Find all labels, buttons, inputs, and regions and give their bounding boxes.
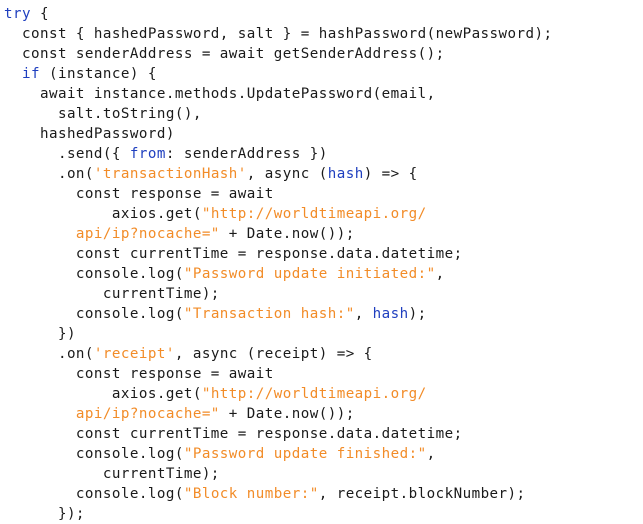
code-line: const { hashedPassword, salt } = hashPas… (4, 24, 643, 44)
code-text: .on( (4, 166, 94, 182)
code-string: "Block number:" (183, 486, 319, 502)
code-string: 'transactionHash' (93, 166, 247, 182)
code-line: api/ip?nocache=" + Date.now()); (4, 404, 643, 424)
code-string: api/ip?nocache=" (4, 226, 220, 242)
code-string: "http://worldtimeapi.org/ (201, 386, 427, 402)
code-text: const response = await (4, 366, 274, 382)
code-string: "Transaction hash:" (183, 306, 355, 322)
code-text: + Date.now()); (219, 406, 355, 422)
code-text: console.log( (4, 446, 184, 462)
code-keyword: hash (327, 166, 364, 182)
code-text: , (426, 446, 436, 462)
code-text: currentTime); (4, 466, 220, 482)
code-line: }); (4, 504, 643, 524)
code-text: const response = await (4, 186, 274, 202)
code-line: currentTime); (4, 464, 643, 484)
code-line: try { (4, 4, 643, 24)
code-line: .on('transactionHash', async (hash) => { (4, 164, 643, 184)
code-text: const currentTime = response.data.dateti… (4, 246, 463, 262)
code-line: axios.get("http://worldtimeapi.org/ (4, 204, 643, 224)
code-line: }) (4, 324, 643, 344)
code-line: .send({ from: senderAddress }) (4, 144, 643, 164)
code-block: try { const { hashedPassword, salt } = h… (4, 4, 643, 524)
code-line: const response = await (4, 184, 643, 204)
code-text (4, 66, 22, 82)
code-text: , receipt.blockNumber); (318, 486, 526, 502)
code-text: , async (receipt) => { (174, 346, 373, 362)
code-text: { (30, 6, 49, 22)
code-line: console.log("Block number:", receipt.blo… (4, 484, 643, 504)
code-line: currentTime); (4, 284, 643, 304)
code-text: .on( (4, 346, 94, 362)
code-line: const response = await (4, 364, 643, 384)
code-line: salt.toString(), (4, 104, 643, 124)
code-string: "Password update initiated:" (183, 266, 436, 282)
code-text: , (435, 266, 445, 282)
code-text: (instance) { (39, 66, 157, 82)
code-text: const { hashedPassword, salt } = hashPas… (4, 26, 553, 42)
code-text: + Date.now()); (219, 226, 355, 242)
code-keyword: hash (372, 306, 409, 322)
code-text: axios.get( (4, 206, 202, 222)
code-text: console.log( (4, 306, 184, 322)
code-text: const currentTime = response.data.dateti… (4, 426, 463, 442)
code-string: "Password update finished:" (183, 446, 427, 462)
code-text: , async ( (246, 166, 328, 182)
code-line: const currentTime = response.data.dateti… (4, 244, 643, 264)
code-text: const senderAddress = await getSenderAdd… (4, 46, 445, 62)
code-text: : senderAddress }) (165, 146, 328, 162)
code-keyword: try (4, 6, 31, 22)
code-text: }); (4, 506, 85, 522)
code-text: }) (4, 326, 76, 342)
code-text: ) => { (363, 166, 418, 182)
code-line: console.log("Transaction hash:", hash); (4, 304, 643, 324)
code-string: api/ip?nocache=" (4, 406, 220, 422)
code-text: hashedPassword) (4, 126, 175, 142)
code-line: console.log("Password update finished:", (4, 444, 643, 464)
code-line: if (instance) { (4, 64, 643, 84)
code-text: ); (408, 306, 427, 322)
code-text: await instance.methods.UpdatePassword(em… (4, 86, 436, 102)
code-line: .on('receipt', async (receipt) => { (4, 344, 643, 364)
code-line: hashedPassword) (4, 124, 643, 144)
code-keyword: if (21, 66, 40, 82)
code-string: "http://worldtimeapi.org/ (201, 206, 427, 222)
code-line: axios.get("http://worldtimeapi.org/ (4, 384, 643, 404)
code-string: 'receipt' (93, 346, 175, 362)
code-line: api/ip?nocache=" + Date.now()); (4, 224, 643, 244)
code-text: salt.toString(), (4, 106, 202, 122)
code-keyword: from (129, 146, 166, 162)
code-text: console.log( (4, 266, 184, 282)
code-text: , (354, 306, 373, 322)
code-text: axios.get( (4, 386, 202, 402)
code-line: console.log("Password update initiated:"… (4, 264, 643, 284)
code-line: const currentTime = response.data.dateti… (4, 424, 643, 444)
code-line: await instance.methods.UpdatePassword(em… (4, 84, 643, 104)
code-text: .send({ (4, 146, 130, 162)
code-line: const senderAddress = await getSenderAdd… (4, 44, 643, 64)
code-text: currentTime); (4, 286, 220, 302)
code-text: console.log( (4, 486, 184, 502)
